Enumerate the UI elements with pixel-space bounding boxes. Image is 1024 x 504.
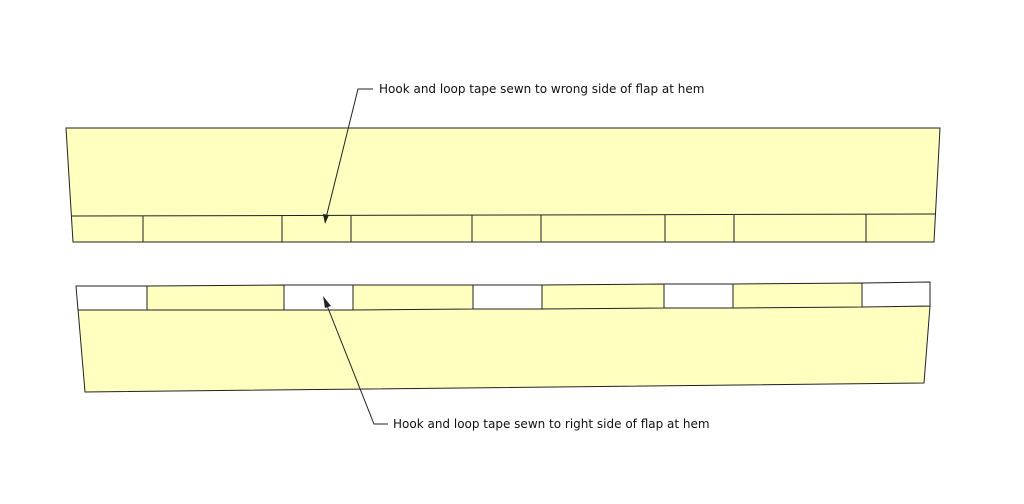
top-flap	[65, 127, 941, 243]
bottom-arrowhead	[323, 296, 331, 308]
top-flap-tape-segments	[142, 214, 867, 242]
top-leader-line	[324, 88, 373, 223]
bottom-label: Hook and loop tape sewn to right side of…	[393, 417, 710, 431]
bottom-tape-yellow	[732, 282, 863, 309]
bottom-tape-yellow	[541, 283, 665, 310]
top-flap-body	[65, 127, 941, 243]
top-callout: Hook and loop tape sewn to wrong side of…	[323, 82, 704, 224]
top-arrowhead	[323, 214, 329, 224]
bottom-flap	[75, 281, 931, 393]
bottom-tape-white	[75, 285, 148, 311]
bottom-tape-white	[861, 281, 931, 308]
bottom-callout: Hook and loop tape sewn to right side of…	[323, 296, 710, 431]
bottom-leader-line	[323, 297, 388, 425]
bottom-tape-white	[472, 284, 543, 310]
bottom-tape-yellow	[146, 284, 285, 311]
bottom-tape-yellow	[352, 284, 474, 311]
bottom-tape-white	[283, 284, 354, 311]
bottom-flap-tape-segments	[75, 281, 931, 311]
top-label: Hook and loop tape sewn to wrong side of…	[379, 82, 704, 96]
top-flap-hem-line	[71, 213, 936, 217]
bottom-flap-body	[77, 305, 931, 393]
bottom-tape-white	[663, 283, 734, 309]
